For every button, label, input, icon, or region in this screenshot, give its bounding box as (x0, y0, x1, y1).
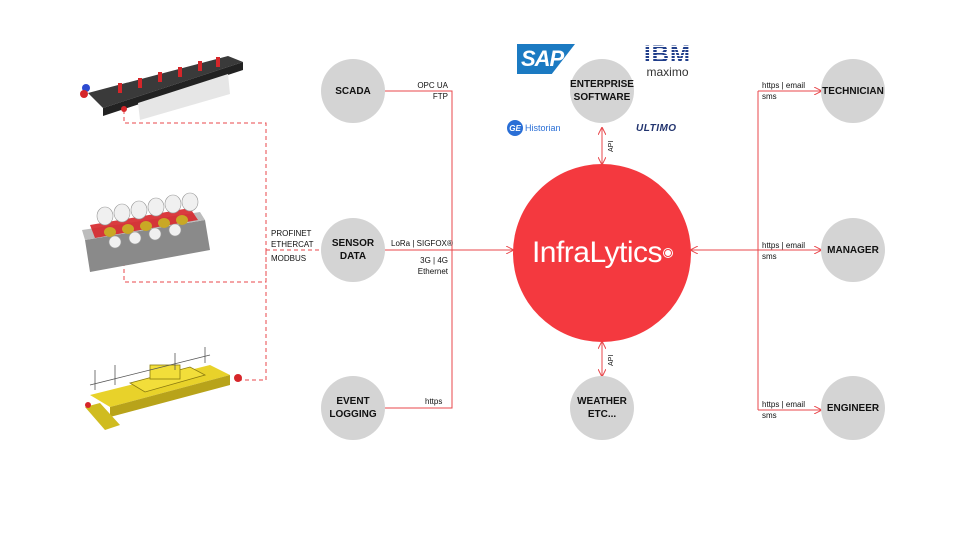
engineer-node: ENGINEER (821, 376, 885, 440)
sensor-protocols: LoRa | SIGFOX® (391, 239, 453, 248)
scada-label: SCADA (335, 85, 371, 97)
technician-node: TECHNICIAN (821, 59, 885, 123)
ibm-maximo-logo: IBM maximo (644, 41, 691, 79)
ge-monogram-icon: GE (507, 120, 523, 136)
ge-historian-logo: GE Historian (507, 120, 561, 136)
api-label-top: API (608, 140, 615, 152)
overhead-crane-image (85, 347, 242, 430)
manager-label: MANAGER (827, 244, 879, 256)
event-protocol: https (425, 397, 443, 406)
hub-label: InfraLytics (531, 236, 663, 269)
scada-link (385, 90, 453, 250)
machine-link-conveyor (123, 110, 267, 250)
ultimo-logo: ULTIMO (636, 123, 677, 134)
scada-node: SCADA (321, 59, 385, 123)
conveyor-belt-image (80, 56, 243, 120)
engineer-label: ENGINEER (826, 402, 880, 414)
event-link (385, 250, 453, 409)
manager-node: MANAGER (821, 218, 885, 282)
roller-machine-image (82, 192, 210, 272)
hub-dot-icon (664, 249, 673, 257)
infralytics-hub: InfraLytics (513, 164, 691, 342)
technician-label: TECHNICIAN (822, 85, 884, 97)
machine-link-crane (238, 250, 267, 381)
api-label-bottom: API (608, 354, 615, 366)
